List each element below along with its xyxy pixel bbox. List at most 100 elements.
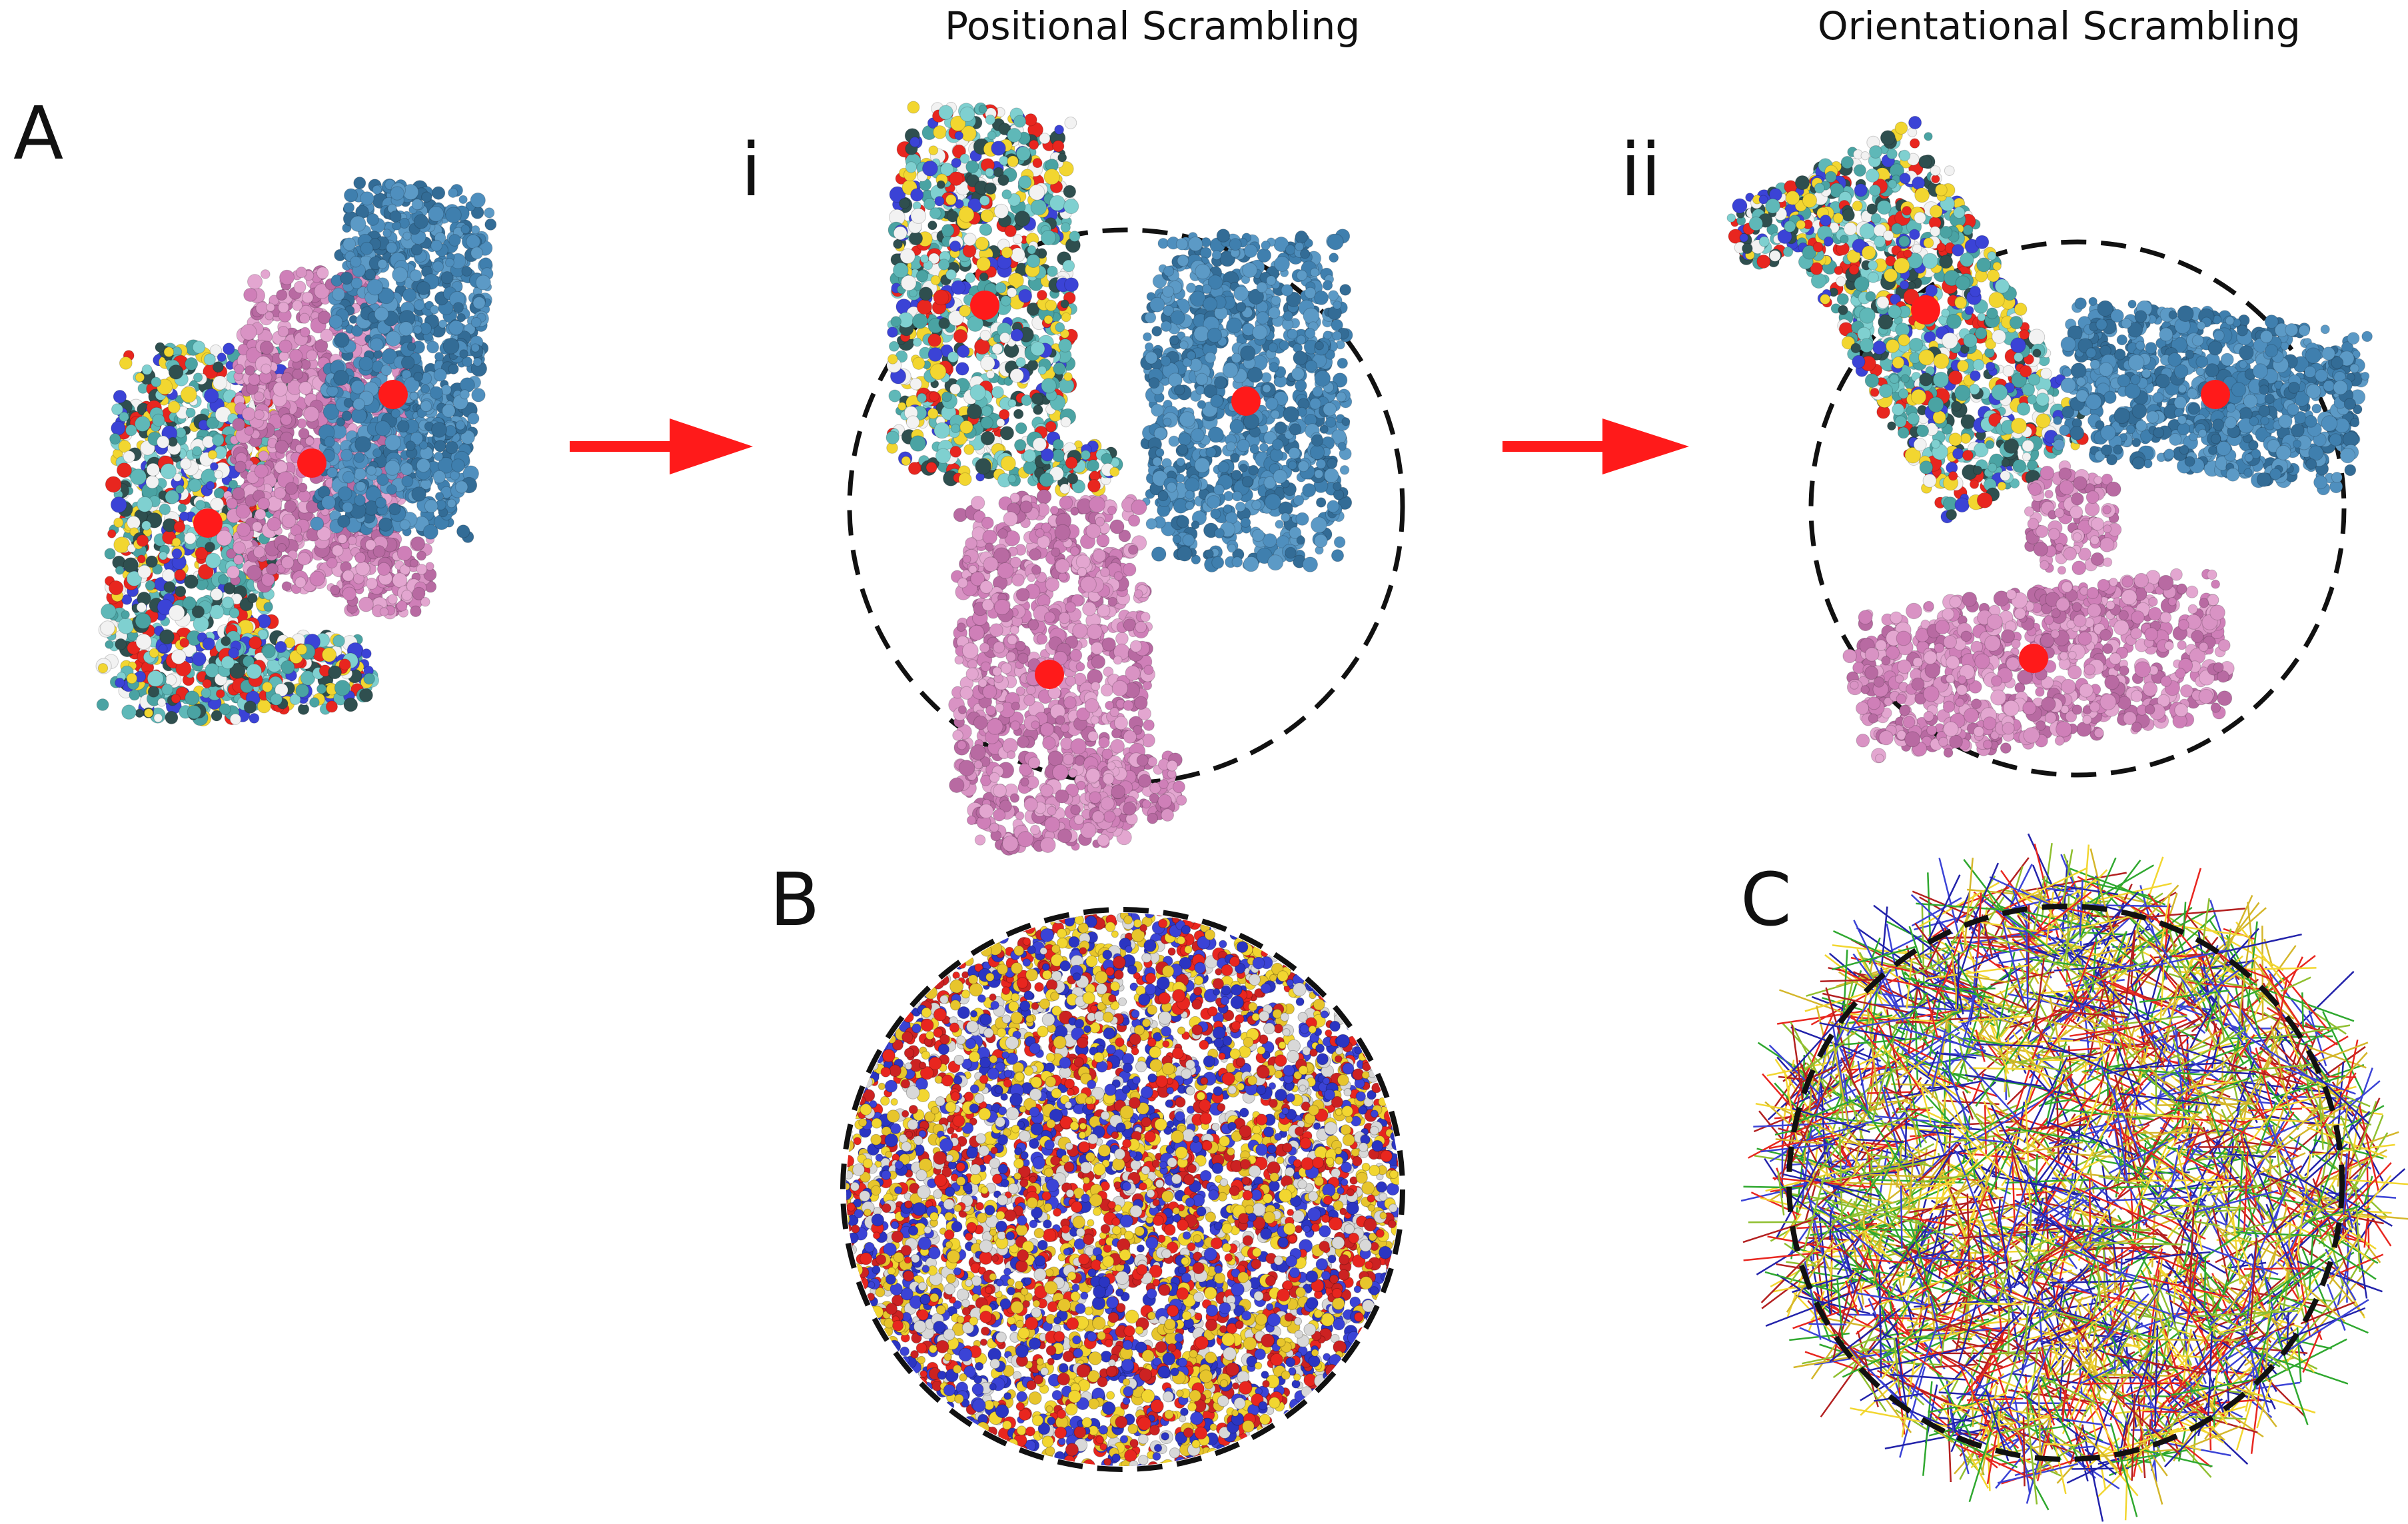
atom xyxy=(167,400,181,414)
atom xyxy=(1007,155,1019,167)
atom xyxy=(420,596,430,607)
atom xyxy=(448,187,458,198)
atom xyxy=(907,462,921,475)
atom xyxy=(1058,339,1072,353)
atom xyxy=(1325,416,1337,428)
atom xyxy=(390,408,401,418)
atom xyxy=(991,141,1006,156)
atom xyxy=(179,511,189,522)
atom xyxy=(941,224,955,237)
atom xyxy=(1185,477,1200,492)
atom xyxy=(281,513,297,528)
atom xyxy=(434,352,444,362)
atom xyxy=(180,386,197,403)
atom xyxy=(898,402,907,411)
atom xyxy=(246,564,263,581)
atom xyxy=(1295,512,1309,526)
atom xyxy=(1191,428,1205,442)
atom xyxy=(1027,245,1037,255)
atom xyxy=(1237,438,1250,452)
atom xyxy=(1339,284,1351,296)
atom xyxy=(420,384,430,394)
atom xyxy=(442,404,456,418)
atom xyxy=(165,710,179,724)
atom xyxy=(366,213,380,226)
atom xyxy=(168,365,184,380)
atom xyxy=(1283,311,1293,321)
atom xyxy=(1302,483,1317,498)
atom xyxy=(249,713,260,724)
atom xyxy=(1170,310,1185,325)
atom xyxy=(210,497,225,511)
atom xyxy=(428,206,444,222)
atom xyxy=(1251,500,1262,510)
atom xyxy=(1177,444,1189,455)
atom xyxy=(398,321,414,337)
atom xyxy=(927,221,937,231)
atom xyxy=(935,448,951,464)
atom xyxy=(377,562,391,576)
atom xyxy=(975,237,989,251)
atom xyxy=(434,492,444,501)
atom xyxy=(451,458,465,472)
atom xyxy=(375,496,387,508)
atom xyxy=(147,670,164,687)
atom xyxy=(980,209,994,223)
atom xyxy=(893,239,903,249)
atom xyxy=(110,496,127,513)
atom xyxy=(321,495,336,510)
atom xyxy=(174,569,187,581)
atom xyxy=(262,682,273,692)
atom xyxy=(1149,297,1165,313)
atom xyxy=(316,684,327,694)
atom xyxy=(1337,442,1347,451)
atom xyxy=(213,375,228,390)
atom xyxy=(1175,473,1185,483)
atom xyxy=(1305,360,1318,373)
atom xyxy=(1032,158,1043,169)
atom xyxy=(137,564,152,579)
atom xyxy=(267,516,281,532)
atom xyxy=(1243,244,1258,259)
atom xyxy=(433,368,447,382)
atom xyxy=(263,602,273,612)
atom xyxy=(296,644,308,656)
pink-protein-chain xyxy=(948,489,1187,856)
atom xyxy=(337,534,348,544)
atom xyxy=(1279,340,1289,351)
atom xyxy=(209,344,223,357)
atom xyxy=(127,516,141,530)
atom xyxy=(259,341,274,355)
atom xyxy=(1322,280,1333,291)
atom xyxy=(431,186,446,200)
atom xyxy=(374,307,389,322)
atom xyxy=(171,537,181,547)
atom xyxy=(325,700,338,713)
atom xyxy=(998,408,1010,420)
atom xyxy=(141,520,151,531)
atom xyxy=(1281,512,1291,522)
atom xyxy=(446,498,456,508)
atom xyxy=(416,564,428,575)
atom xyxy=(917,392,927,403)
atom xyxy=(300,327,310,338)
atom xyxy=(158,644,168,654)
atom xyxy=(409,269,422,282)
atom xyxy=(958,207,975,223)
atom xyxy=(951,280,966,295)
atom xyxy=(1327,233,1344,251)
atom xyxy=(1295,379,1307,392)
atom xyxy=(1281,284,1293,297)
atom xyxy=(950,423,961,433)
atom xyxy=(328,665,342,680)
atom xyxy=(1204,352,1217,364)
atom xyxy=(1257,248,1271,263)
atom xyxy=(353,467,366,481)
atom xyxy=(413,371,424,382)
atom xyxy=(1315,341,1324,351)
atom xyxy=(999,155,1009,166)
atom xyxy=(1179,341,1189,350)
atom xyxy=(1336,391,1347,402)
atom xyxy=(1216,229,1231,243)
